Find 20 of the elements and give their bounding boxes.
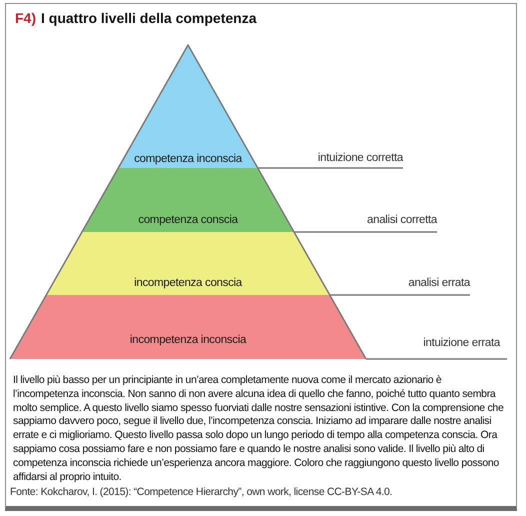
- level-label: incompetenza inconscia: [130, 334, 246, 347]
- leader-line: [366, 358, 507, 360]
- pyramid-level: [10, 295, 366, 359]
- pyramid-level: [82, 168, 294, 232]
- body-text: Il livello più basso per un principiante in un’area completamente nuova come il mercato azionario è l’incompetenza inconscia. Non sanno di non avere alcuna idea di quello che fanno, poiché tutto quanto sembra molto semplice. A questo livello siamo spesso fuorviati dalle nostre sensazioni istintive. Con la comprensione che sappiamo davvero poco, segue il livello due, l’incompetenza conscia. Iniziamo ad imparare dalle nostre analisi errate e ci miglioriamo. Questo livello passa solo dopo un lungo periodo di tempo alla competenza conscia. Ora sappiamo cosa possiamo fare e non possiamo fare e quando le nostre analisi sono valide. Il livello più alto di competenza inconscia richiede un’esperienza ancora maggiore. Coloro che raggiungono questo livello possono affidarsi al proprio intuito.: [13, 374, 504, 484]
- source-caption: Fonte: Kokcharov, I. (2015): “Competence Hierarchy”, own work, license CC-BY-SA 4.0.: [10, 486, 394, 498]
- figure-number: F4): [15, 9, 36, 27]
- figure-title: I quattro livelli della competenza: [41, 9, 256, 27]
- leader-line: [330, 294, 470, 296]
- level-label: incompetenza conscia: [134, 277, 242, 290]
- pyramid-level: [118, 45, 258, 168]
- level-label: competenza conscia: [138, 214, 238, 227]
- pyramid-level: [46, 232, 330, 295]
- leader-label: intuizione errata: [423, 336, 507, 359]
- leader-label: analisi errata: [408, 276, 470, 295]
- leader-line: [294, 231, 437, 233]
- leader-line: [258, 167, 403, 169]
- leader-label: intuizione corretta: [318, 151, 403, 168]
- leader-label: analisi corretta: [367, 213, 437, 232]
- level-label: competenza inconscia: [134, 153, 242, 166]
